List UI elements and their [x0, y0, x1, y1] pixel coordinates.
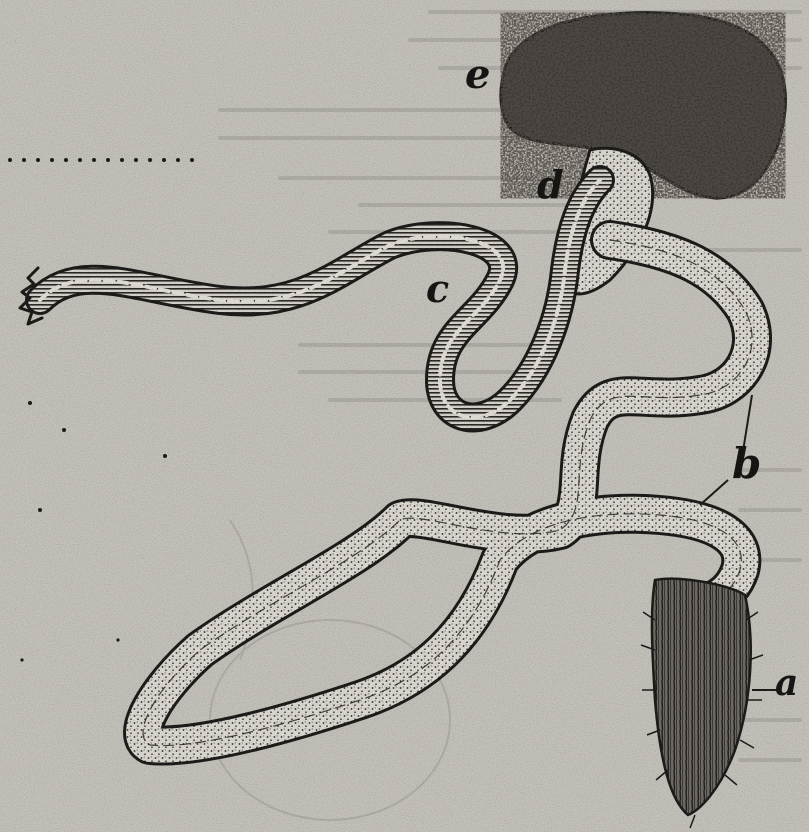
anatomical-drawing: e d c b a	[0, 0, 809, 832]
figure-stage: e d c b a	[0, 0, 809, 832]
paper-grain	[0, 0, 809, 832]
